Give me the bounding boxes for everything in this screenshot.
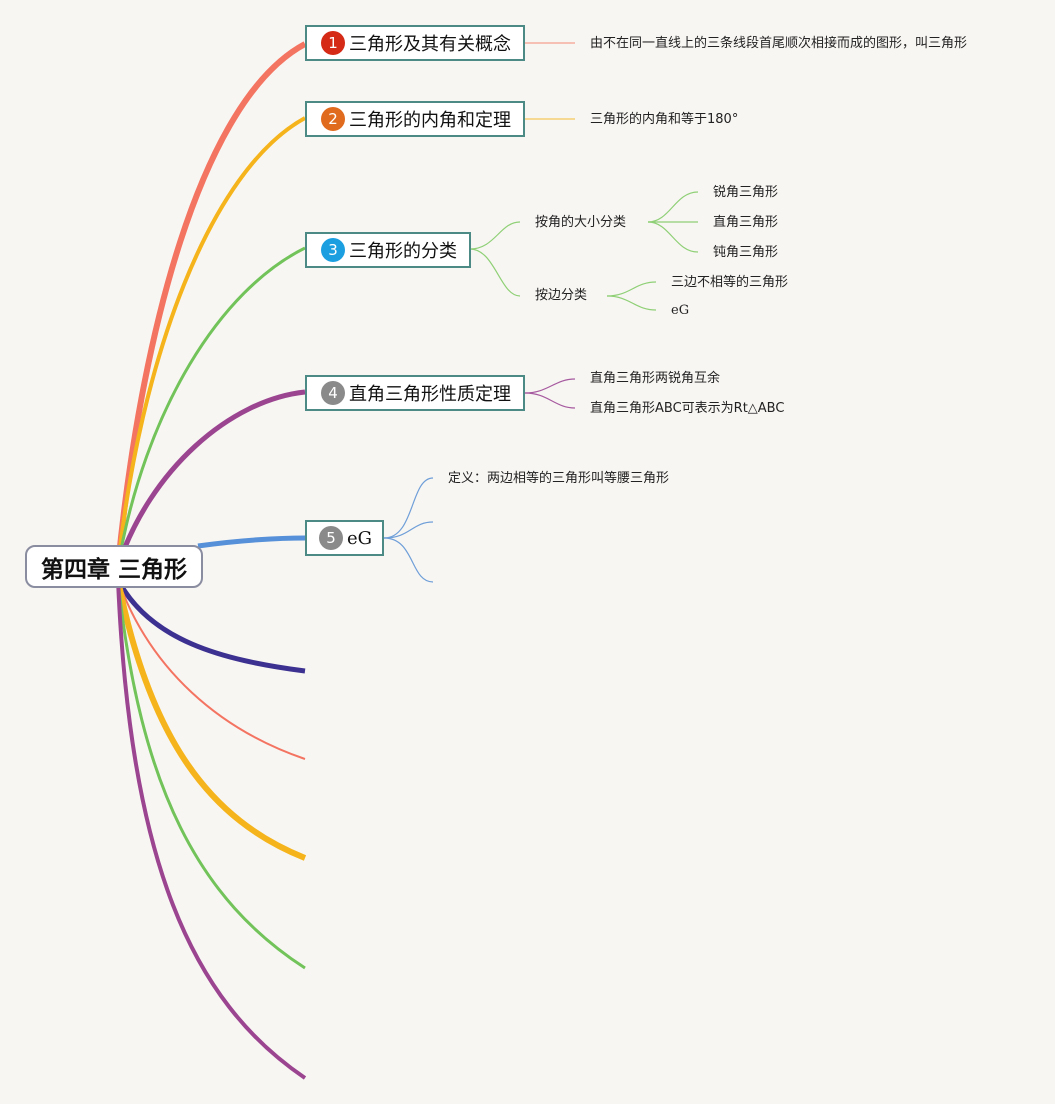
detail-line-5c: [383, 537, 434, 583]
detail-line-5b: [383, 521, 434, 539]
topic-3-group-side-item-2[interactable]: eG: [671, 303, 690, 318]
topic-2[interactable]: 2 三角形的内角和定理: [305, 101, 525, 137]
topic-3-group-angle-item-1[interactable]: 锐角三角形: [713, 185, 779, 200]
topic-3-group-side[interactable]: 按边分类: [535, 288, 588, 303]
number-badge-icon: 1: [321, 31, 345, 55]
branch-extra-3: [115, 579, 307, 861]
detail-line-4a: [524, 378, 576, 394]
branch-extra-5: [116, 579, 307, 1080]
topic-4-label: 直角三角形性质定理: [349, 384, 511, 405]
topic-1-label: 三角形及其有关概念: [349, 34, 511, 55]
topic-2-detail-1[interactable]: 三角形的内角和等于180°: [590, 112, 739, 127]
root-topic-label: 第四章 三角形: [40, 556, 187, 583]
topic-3-group-side-item-1[interactable]: 三边不相等的三角形: [671, 275, 789, 290]
detail-line-5a: [383, 477, 434, 539]
topic-5-label: eG: [347, 527, 373, 549]
root-topic[interactable]: 第四章 三角形: [25, 545, 203, 588]
topic-5-detail-1[interactable]: 定义：两边相等的三角形叫等腰三角形: [448, 471, 670, 486]
detail-line-3a: [469, 221, 521, 250]
topic-4-detail-2[interactable]: 直角三角形ABC可表示为Rt△ABC: [590, 401, 785, 416]
number-badge-icon: 2: [321, 107, 345, 131]
branch-5: [197, 535, 306, 549]
topic-3-group-angle-item-2[interactable]: 直角三角形: [713, 215, 779, 230]
topic-5[interactable]: 5 eG: [305, 520, 384, 556]
number-badge-icon: 4: [321, 381, 345, 405]
detail-line-3b: [469, 248, 521, 297]
branch-extra-2: [117, 579, 306, 760]
branch-4: [115, 389, 306, 567]
branch-extra-4: [116, 579, 306, 970]
detail-line-3b2: [606, 295, 657, 311]
branch-1: [115, 41, 307, 567]
branch-3: [116, 246, 306, 567]
detail-line-3b1: [606, 281, 657, 297]
detail-line-4b: [524, 392, 576, 409]
detail-line-3a1: [647, 191, 699, 223]
topic-3[interactable]: 3 三角形的分类: [305, 232, 471, 268]
topic-4-detail-1[interactable]: 直角三角形两锐角互余: [590, 371, 721, 386]
branch-2: [116, 116, 306, 567]
topic-1-detail-1[interactable]: 由不在同一直线上的三条线段首尾顺次相接而成的图形，叫三角形: [590, 36, 968, 51]
branch-extra-1: [115, 578, 306, 674]
topic-4[interactable]: 4 直角三角形性质定理: [305, 375, 525, 411]
topic-3-group-angle[interactable]: 按角的大小分类: [535, 215, 627, 230]
topic-1[interactable]: 1 三角形及其有关概念: [305, 25, 525, 61]
topic-3-label: 三角形的分类: [349, 241, 457, 262]
number-badge-icon: 3: [321, 238, 345, 262]
number-badge-icon: 5: [319, 526, 343, 550]
topic-2-label: 三角形的内角和定理: [349, 110, 511, 131]
detail-line-3a3: [647, 221, 699, 253]
topic-3-group-angle-item-3[interactable]: 钝角三角形: [713, 245, 779, 260]
